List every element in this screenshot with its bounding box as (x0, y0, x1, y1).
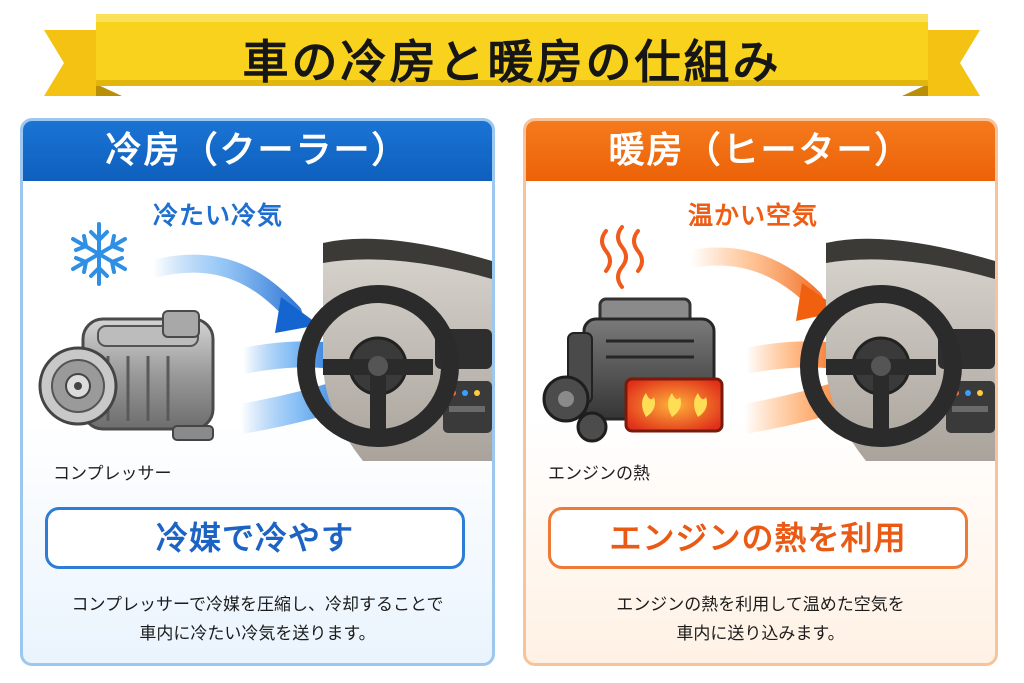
cooling-summary-box: 冷媒で冷やす (45, 507, 465, 569)
dashboard-icon (297, 238, 492, 461)
cooling-desc-line-1: コンプレッサーで冷媒を圧縮し、冷却することで (71, 595, 444, 615)
cool-air-label: 冷たい冷気 (153, 201, 284, 230)
compressor-icon (38, 310, 215, 441)
title-ribbon: 車の冷房と暖房の仕組み (0, 0, 1024, 112)
compressor-label: コンプレッサー (53, 464, 172, 484)
heating-illustration (542, 225, 995, 461)
heating-desc-line-2: 車内に送り込みます。 (676, 624, 845, 644)
cooling-header: 冷房（クーラー） (23, 121, 492, 181)
cooling-panel: 冷房（クーラー） 冷たい冷気 (20, 118, 495, 666)
heating-description: エンジンの熱を利用して温めた空気を 車内に送り込みます。 (526, 591, 995, 649)
warm-air-label: 温かい空気 (688, 201, 819, 230)
dashboard-icon (800, 238, 995, 461)
heating-desc-line-1: エンジンの熱を利用して温めた空気を (616, 595, 905, 615)
heat-wave-icon (600, 225, 644, 289)
cooling-desc-line-2: 車内に冷たい冷気を送ります。 (139, 624, 376, 644)
engine-heat-label: エンジンの熱 (548, 464, 650, 484)
heating-header: 暖房（ヒーター） (526, 121, 995, 181)
heating-panel: 暖房（ヒーター） 温かい空気 (523, 118, 998, 666)
page-title: 車の冷房と暖房の仕組み (242, 35, 782, 89)
engine-icon (542, 297, 724, 443)
snowflake-icon (71, 222, 127, 286)
cooling-description: コンプレッサーで冷媒を圧縮し、冷却することで 車内に冷たい冷気を送ります。 (23, 591, 492, 649)
cooling-illustration (38, 222, 492, 461)
heating-summary-box: エンジンの熱を利用 (548, 507, 968, 569)
